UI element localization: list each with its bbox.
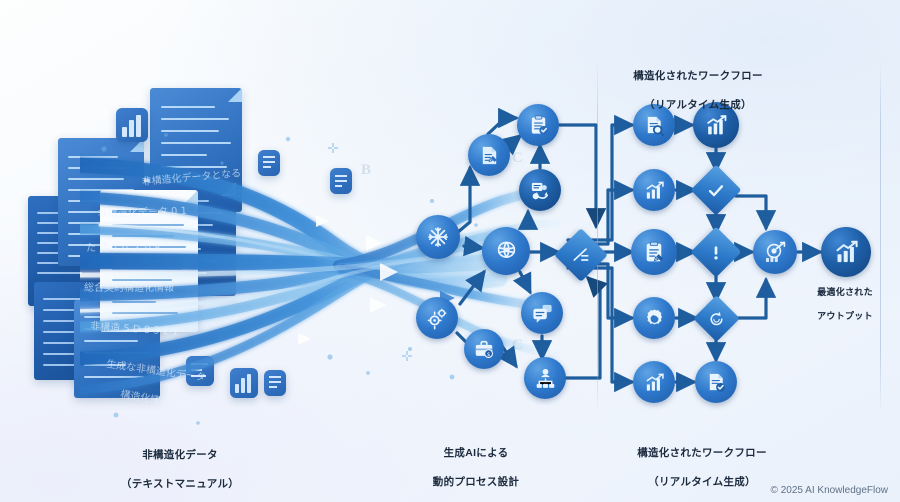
ribbon-text: た 変 1 0 ス 0 8 [86,241,161,254]
split-icon [573,248,589,261]
sparkle-cross [328,143,412,361]
node-document-search[interactable] [633,104,675,146]
ribbon-text: データ 0 1 構造 [376,173,448,212]
trend-chart-icon [646,373,664,391]
diamond-alert[interactable] [690,226,742,278]
node-output[interactable] [821,227,871,277]
node-gear-settings[interactable] [633,297,675,339]
briefcase-icon: $ [475,340,493,358]
snowflake-icon [428,227,448,247]
ribbon-text: 非構造化データ 0 1 [98,204,187,220]
node-clipboard-edit[interactable] [631,229,677,275]
node-gears[interactable] [416,297,458,339]
bar-chart-chip [230,368,258,398]
ghost-letter-c: C [512,150,523,166]
chat-icon [532,304,552,323]
label-stage1-sub: （テキストマニュアル） [120,477,240,490]
section-divider [597,62,598,414]
label-output-title: 最適化された [817,287,873,298]
svg-text:$: $ [487,352,491,358]
refresh-icon [710,311,723,325]
node-data-share[interactable] [519,169,561,211]
label-stage3-top-sub: （リアルタイム生成） [644,98,752,111]
sparkle-dot [101,133,478,425]
edit-document-icon [482,146,497,164]
label-stage3-title: 構造化されたワークフロー [637,447,767,460]
router-diamond[interactable] [554,228,608,282]
node-document-check[interactable] [695,361,737,403]
ribbon-text: 総合契約構造化情報 [84,281,174,294]
label-stage1: 非構造化データ （テキストマニュアル） [60,434,300,491]
hierarchy-icon [536,368,554,388]
document-check-icon [709,373,725,392]
diamond-approve[interactable] [690,164,742,216]
page-fold-icon [228,88,242,102]
node-trend-chart-upper[interactable] [633,169,675,211]
data-share-icon [531,182,548,199]
checklist-icon [531,115,548,135]
label-output: 最適化された アウトプット [793,274,897,323]
label-stage1-title: 非構造化データ [142,449,218,462]
ghost-letter-c: C [512,337,523,353]
node-chart-primary[interactable] [693,102,739,148]
node-snowflake[interactable] [416,215,460,259]
clipboard-edit-icon [646,241,663,261]
label-stage3-top: 構造化されたワークフロー （リアルタイム生成） [588,55,808,112]
optimize-target-icon [766,241,786,262]
gears-icon [427,308,446,329]
check-icon [708,184,724,196]
label-output-sub: アウトプット [817,311,873,322]
page-fold-icon [184,190,198,204]
alert-icon [714,245,718,259]
diamond-refresh[interactable] [693,295,740,342]
node-checklist[interactable] [517,104,559,146]
label-stage3-sub: （リアルタイム生成） [648,475,756,488]
growth-chart-icon [835,240,858,262]
ai-core-icon [497,241,515,258]
bar-chart-icon [706,114,726,134]
node-optimize-target[interactable] [753,230,797,274]
label-stage3-top-title: 構造化されたワークフロー [633,70,763,83]
label-stage2-title: 生成AIによる [443,447,509,460]
ghost-letter-b: B [361,162,372,178]
label-stage2-sub: 動的プロセス設計 [432,475,520,488]
ribbon-text: 構造化情報取得次第 [119,387,210,415]
node-briefcase[interactable]: $ [464,329,504,369]
node-edit-document[interactable] [468,134,510,176]
section-divider [880,62,881,414]
label-stage3: 構造化されたワークフロー （リアルタイム生成） [584,432,820,489]
document-chip [264,370,286,396]
node-hierarchy[interactable] [524,357,566,399]
flow-arrow-icon [298,215,398,345]
node-trend-chart-lower[interactable] [633,361,675,403]
copyright-text: © 2025 AI KnowledgeFlow [770,485,888,496]
gear-icon [646,308,662,324]
text-chip [330,168,352,194]
trend-chart-icon [646,181,664,199]
node-chat[interactable] [521,292,563,334]
label-stage2: 生成AIによる 動的プロセス設計 [378,432,574,489]
document-search-icon [647,116,664,136]
bar-chart-chip [116,108,148,142]
document-chip [258,150,280,176]
node-ai-core[interactable] [482,227,530,275]
